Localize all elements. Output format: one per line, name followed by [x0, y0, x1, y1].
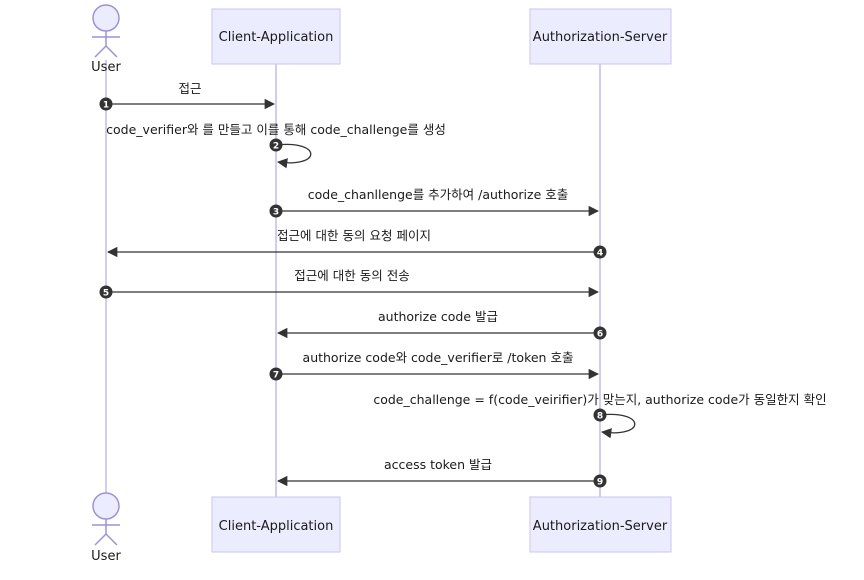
client-actor-bottom: Client-Application: [211, 496, 341, 553]
message-6-label: authorize code 발급: [378, 309, 498, 324]
server-actor-bottom: Authorization-Server: [529, 496, 672, 553]
message-9-number: 9: [597, 478, 603, 488]
message-4: 접근에 대한 동의 요청 페이지 4: [106, 228, 607, 259]
message-1-label: 접근: [178, 81, 201, 96]
message-7: authorize code와 code_verifier로 /token 호출…: [269, 350, 600, 381]
message-9: access token 발급 9: [276, 457, 607, 488]
message-8-label: code_challenge = f(code_veirifier)가 맞는지,…: [373, 392, 826, 407]
message-7-number: 7: [273, 371, 279, 381]
message-2: code_verifier와 를 만들고 이를 통해 code_challeng…: [106, 122, 446, 169]
message-1: 접근 1: [99, 81, 276, 111]
server-label-top: Authorization-Server: [533, 30, 668, 45]
message-6-number: 6: [597, 330, 603, 340]
message-5: 접근에 대한 동의 전송 5: [99, 268, 600, 299]
message-2-number: 2: [273, 142, 279, 152]
message-5-number: 5: [103, 289, 109, 299]
client-label-bottom: Client-Application: [219, 519, 334, 534]
message-3: code_chanllenge를 추가하여 /authorize 호출 3: [269, 187, 600, 218]
server-label-bottom: Authorization-Server: [533, 519, 668, 534]
user-actor-bottom: User: [91, 492, 121, 564]
message-3-label: code_chanllenge를 추가하여 /authorize 호출: [308, 187, 569, 202]
message-4-label: 접근에 대한 동의 요청 페이지: [277, 228, 431, 243]
message-8-number: 8: [597, 412, 603, 422]
message-3-number: 3: [273, 208, 279, 218]
message-2-label: code_verifier와 를 만들고 이를 통해 code_challeng…: [106, 122, 446, 137]
user-label-top: User: [91, 60, 121, 75]
client-label-top: Client-Application: [219, 30, 334, 45]
client-actor-top: Client-Application: [211, 8, 341, 65]
message-8: code_challenge = f(code_veirifier)가 맞는지,…: [373, 392, 827, 439]
message-5-label: 접근에 대한 동의 전송: [294, 268, 409, 283]
message-6: authorize code 발급 6: [276, 309, 607, 340]
message-1-number: 1: [103, 101, 109, 111]
server-actor-top: Authorization-Server: [529, 8, 672, 65]
message-4-number: 4: [597, 249, 603, 259]
user-actor-top: User: [91, 4, 121, 75]
message-7-label: authorize code와 code_verifier로 /token 호출: [303, 350, 574, 365]
message-9-label: access token 발급: [384, 457, 492, 472]
user-label-bottom: User: [91, 549, 121, 564]
